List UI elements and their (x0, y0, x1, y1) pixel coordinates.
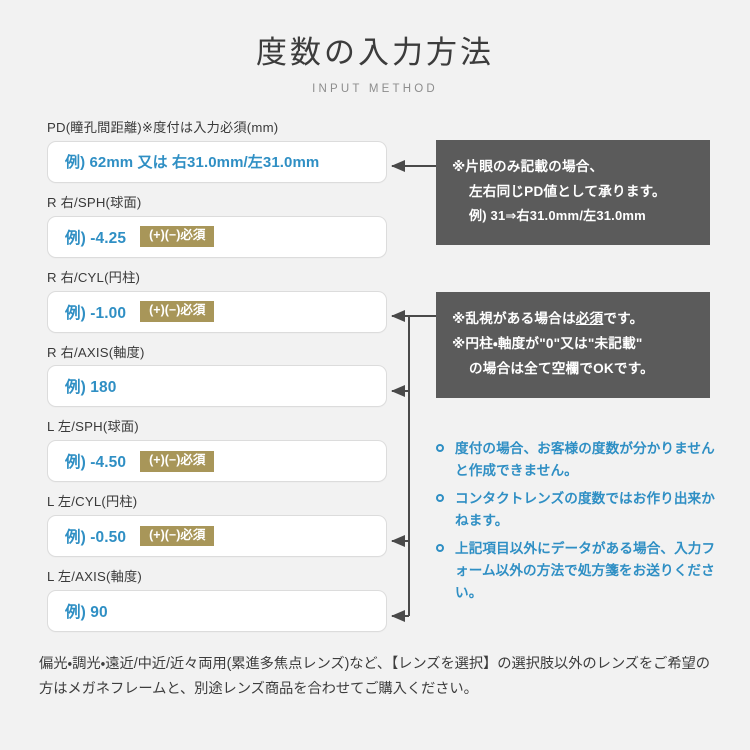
note-box-astigmatism-line-3: の場合は全て空欄でOKです。 (469, 361, 654, 377)
input-cyl-right-placeholder: 例) -1.00 (65, 304, 127, 322)
input-sph-right[interactable]: 例) -4.25 (+)(−)必須 (47, 215, 387, 258)
list-item-text: コンタクトレンズの度数ではお作り出来かねます。 (455, 491, 715, 529)
note-box-pd-line-3: 例) 31⇒右31.0mm/左31.0mm (469, 208, 646, 224)
field-pd: PD(瞳孔間距離)※度付は入力必須(mm) 例) 62mm 又は 右31.0mm… (47, 120, 387, 183)
note-box-astigmatism: ※乱視がある場合は必須です。 ※円柱・軸度が"0"又は"未記載" の場合は全て空… (436, 292, 710, 398)
input-cyl-right[interactable]: 例) -1.00 (+)(−)必須 (47, 290, 387, 333)
note-astig-text-c: です。 (603, 311, 644, 326)
required-badge-sph-right: (+)(−)必須 (140, 226, 215, 248)
input-cyl-left-placeholder: 例) -0.50 (65, 529, 127, 547)
field-axis-right: R 右/AXIS(軸度) 例) 180 (47, 345, 387, 408)
input-sph-right-placeholder: 例) -4.25 (65, 229, 127, 247)
input-axis-left[interactable]: 例) 90 (47, 589, 387, 632)
page-subtitle: INPUT METHOD (312, 82, 438, 95)
prescription-form: PD(瞳孔間距離)※度付は入力必須(mm) 例) 62mm 又は 右31.0mm… (47, 120, 387, 644)
input-pd-placeholder: 例) 62mm 又は 右31.0mm/左31.0mm (65, 154, 320, 172)
footer-note: 偏光・調光・遠近/中近/近々両用(累進多焦点レンズ)など、【レンズを選択】の選択… (39, 656, 710, 698)
field-sph-left: L 左/SPH(球面) 例) -4.50 (+)(−)必須 (47, 419, 387, 483)
field-label-cyl-right: R 右/CYL(円柱) (47, 269, 141, 285)
note-box-pd: ※片眼のみ記載の場合、 左右同じPD値として承ります。 例) 31⇒右31.0m… (436, 140, 710, 245)
input-cyl-left[interactable]: 例) -0.50 (+)(−)必須 (47, 515, 387, 558)
required-badge-cyl-left: (+)(−)必須 (140, 525, 215, 547)
input-axis-right-placeholder: 例) 180 (65, 379, 117, 397)
required-badge-cyl-right: (+)(−)必須 (140, 301, 215, 322)
field-label-sph-left: L 左/SPH(球面) (47, 419, 139, 435)
note-box-pd-line-1: ※片眼のみ記載の場合、 (452, 159, 604, 174)
input-sph-left-placeholder: 例) -4.50 (65, 454, 127, 472)
field-label-cyl-left: L 左/CYL(円柱) (47, 494, 138, 510)
circle-bullet-icon (436, 494, 444, 503)
input-pd[interactable]: 例) 62mm 又は 右31.0mm/左31.0mm (47, 140, 387, 183)
input-axis-right[interactable]: 例) 180 (47, 365, 387, 408)
field-axis-left: L 左/AXIS(軸度) 例) 90 (47, 569, 387, 632)
field-label-axis-left: L 左/AXIS(軸度) (47, 569, 142, 585)
field-label-axis-right: R 右/AXIS(軸度) (47, 344, 145, 360)
input-axis-left-placeholder: 例) 90 (65, 603, 108, 621)
list-item-text: 度付の場合、お客様の度数が分かりませんと作成できません。 (455, 441, 715, 479)
page-title: 度数の入力方法 (256, 35, 494, 70)
circle-bullet-icon (436, 444, 444, 452)
field-label-pd: PD(瞳孔間距離)※度付は入力必須(mm) (47, 120, 279, 135)
circle-bullet-icon (436, 544, 444, 553)
field-sph-right: R 右/SPH(球面) 例) -4.25 (+)(−)必須 (47, 195, 387, 258)
note-astig-text-a: ※乱視がある場合は (452, 311, 576, 326)
note-box-astigmatism-line-2: ※円柱・軸度が"0"又は"未記載" (452, 336, 643, 352)
list-item: コンタクトレンズの度数ではお作り出来かねます。 (436, 488, 718, 532)
page-header: 度数の入力方法 INPUT METHOD (0, 34, 750, 95)
field-cyl-right: R 右/CYL(円柱) 例) -1.00 (+)(−)必須 (47, 270, 387, 333)
list-item: 度付の場合、お客様の度数が分かりませんと作成できません。 (436, 438, 718, 482)
field-label-sph-right: R 右/SPH(球面) (47, 194, 142, 210)
list-item: 上記項目以外にデータがある場合、入力フォーム以外の方法で処方箋をお送りください。 (436, 538, 718, 604)
input-sph-left[interactable]: 例) -4.50 (+)(−)必須 (47, 440, 387, 483)
field-cyl-left: L 左/CYL(円柱) 例) -0.50 (+)(−)必須 (47, 494, 387, 558)
required-badge-sph-left: (+)(−)必須 (140, 450, 215, 472)
note-box-pd-line-2: 左右同じPD値として承ります。 (469, 184, 666, 200)
note-box-astigmatism-line-1: ※乱視がある場合は必須です。 (452, 306, 696, 331)
notice-list: 度付の場合、お客様の度数が分かりませんと作成できません。 コンタクトレンズの度数… (436, 438, 718, 610)
list-item-text: 上記項目以外にデータがある場合、入力フォーム以外の方法で処方箋をお送りください。 (455, 541, 716, 601)
note-astig-text-required: 必須 (575, 311, 604, 326)
